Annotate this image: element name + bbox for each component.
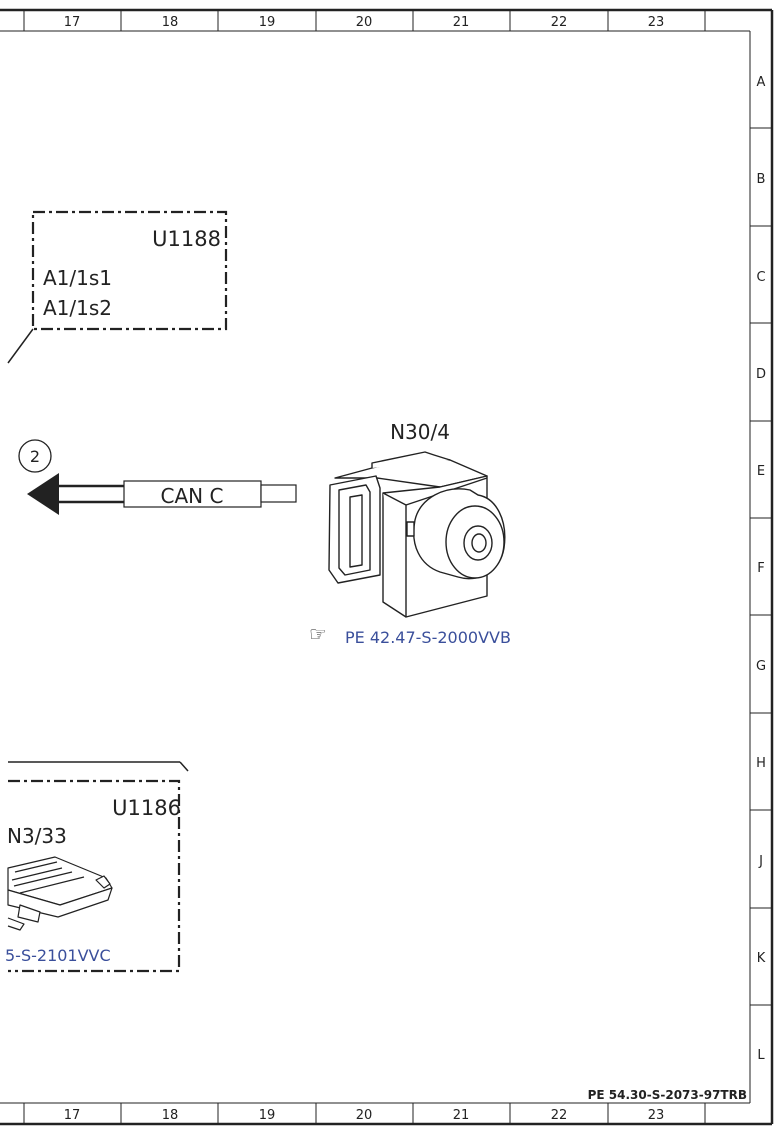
row-label: K: [757, 951, 766, 966]
can-bus[interactable]: CAN C: [123, 480, 297, 508]
row-label: D: [756, 367, 766, 382]
column-label: 21: [453, 1108, 470, 1123]
pointing-hand-icon: ☞: [309, 622, 327, 646]
column-labels-bottom: 17 18 19 20 21 22 23: [64, 1108, 665, 1123]
group-box-u1188: U1188 A1/1s1 A1/1s2: [7, 210, 228, 364]
column-label: 18: [162, 15, 179, 30]
component-n30-4[interactable]: N30/4 ☞ PE 42.47-S-2000VVB: [309, 420, 511, 647]
row-label: F: [757, 561, 764, 576]
group-label-u1188: U1188: [152, 227, 221, 251]
abs-module-icon: [328, 451, 506, 618]
column-label: 20: [356, 15, 373, 30]
column-label: 19: [259, 1108, 276, 1123]
document-id: PE 54.30-S-2073-97TRB: [588, 1088, 747, 1102]
row-label: E: [757, 464, 765, 479]
component-reference[interactable]: ☞ PE 42.47-S-2000VVB: [309, 622, 511, 647]
arrow-head-icon: [27, 473, 59, 515]
connection-arrow[interactable]: 2: [18, 439, 124, 515]
arrow-number: 2: [30, 447, 40, 466]
can-bus-label-box: [123, 480, 262, 508]
row-label: J: [758, 854, 763, 869]
row-label: B: [757, 172, 766, 187]
column-label: 21: [453, 15, 470, 30]
row-label: H: [756, 756, 766, 771]
switch-label[interactable]: A1/1s2: [43, 296, 112, 320]
row-label: L: [757, 1048, 765, 1063]
column-label: 23: [648, 1108, 665, 1123]
column-label: 22: [551, 15, 568, 30]
row-label: A: [757, 75, 766, 90]
column-label: 20: [356, 1108, 373, 1123]
group-label-u1186: U1186: [112, 796, 181, 820]
row-label: G: [756, 659, 766, 674]
row-label: C: [756, 270, 765, 285]
column-label: 23: [648, 15, 665, 30]
sheet-frame: [0, 8, 774, 1126]
column-label: 17: [64, 1108, 81, 1123]
row-ruler-ticks: [750, 127, 772, 1006]
row-labels: A B C D E F G H J K L: [756, 75, 766, 1063]
group-box-u1186: U1186 N3/33 5-S-2101VVC: [5, 761, 189, 973]
component-label: N30/4: [390, 420, 450, 444]
column-label: 17: [64, 15, 81, 30]
component-label[interactable]: N3/33: [7, 824, 67, 848]
reference-link[interactable]: 5-S-2101VVC: [5, 946, 111, 965]
column-label: 22: [551, 1108, 568, 1123]
can-bus-label: CAN C: [161, 484, 224, 508]
column-ruler-ticks: [23, 10, 609, 1124]
column-labels-top: 17 18 19 20 21 22 23: [64, 15, 665, 30]
arrow-number-circle: [18, 439, 52, 473]
column-label: 18: [162, 1108, 179, 1123]
control-unit-icon: [7, 856, 113, 931]
can-bus-connector: [260, 484, 297, 503]
reference-link[interactable]: PE 42.47-S-2000VVB: [345, 628, 511, 647]
switch-label[interactable]: A1/1s1: [43, 266, 112, 290]
column-label: 19: [259, 15, 276, 30]
sheet-inner-frame: [0, 10, 751, 1124]
